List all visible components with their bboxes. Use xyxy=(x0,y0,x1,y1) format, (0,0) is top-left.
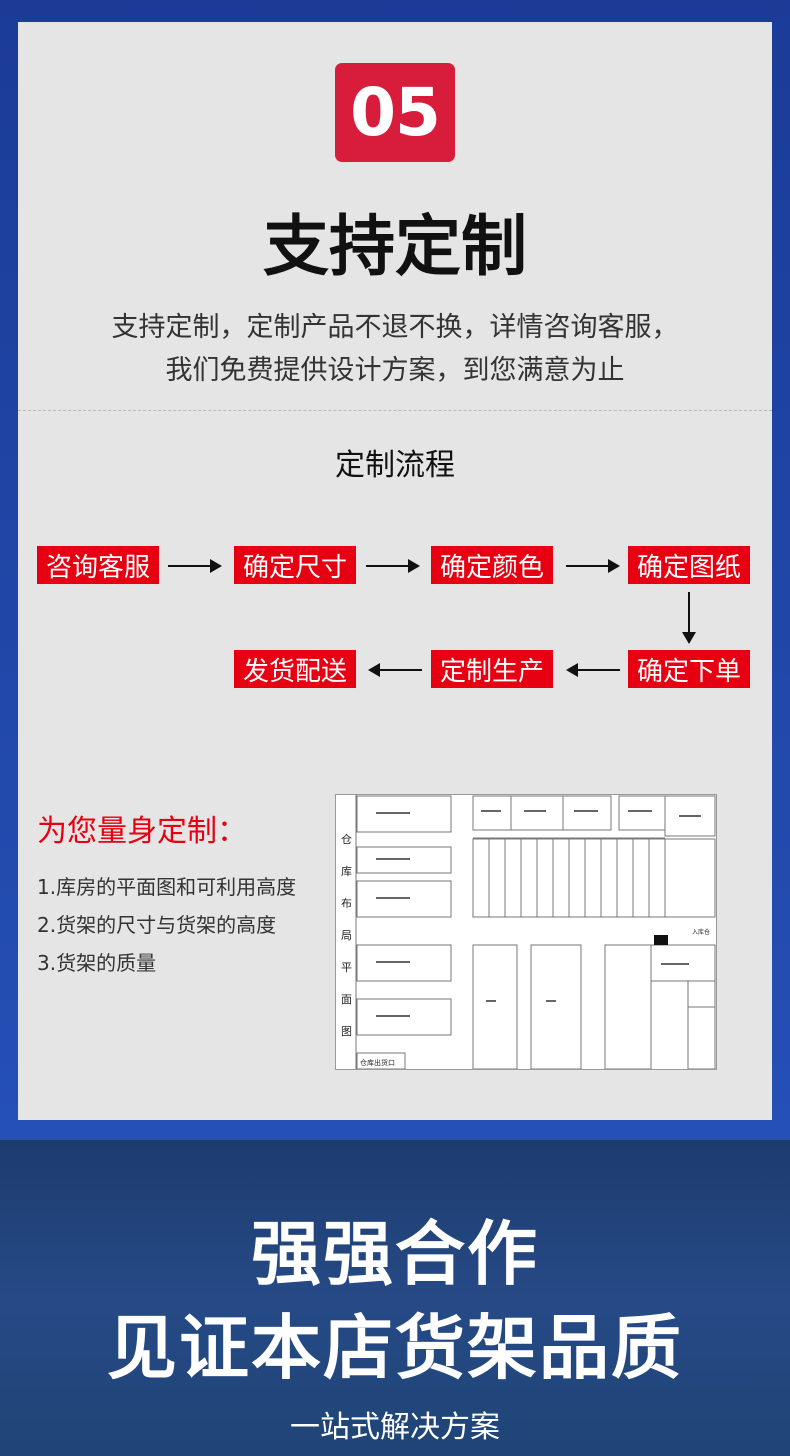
plan-side-char: 库 xyxy=(341,865,352,878)
floor-plan-drawing: 仓 库 布 局 平 面 图 仓库出货口 入库仓 xyxy=(341,795,716,1069)
step-production: 定制生产 xyxy=(431,650,553,688)
plan-exit-label: 仓库出货口 xyxy=(360,1058,395,1067)
plan-side-char: 图 xyxy=(341,1025,352,1038)
flag-icon xyxy=(654,935,668,945)
plan-side-char: 局 xyxy=(341,929,352,942)
arrow-left-icon xyxy=(566,663,620,677)
custom-item: 1.库房的平面图和可利用高度 xyxy=(37,875,297,899)
warehouse-floor-plan: 仓 库 布 局 平 面 图 仓库出货口 入库仓 xyxy=(335,794,717,1070)
dashed-divider xyxy=(18,410,772,411)
plan-entrance-label: 入库仓 xyxy=(692,928,710,936)
footer-subheadline: 见证本店货架品质 xyxy=(107,1307,683,1389)
custom-heading: 为您量身定制： xyxy=(37,814,247,849)
arrow-right-icon xyxy=(168,559,222,573)
custom-item: 2.货架的尺寸与货架的高度 xyxy=(37,913,277,937)
plan-side-char: 平 xyxy=(341,961,352,974)
arrow-right-icon xyxy=(366,559,420,573)
section-description: 支持定制，定制产品不退不换，详情咨询客服， 我们免费提供设计方案，到您满意为止 xyxy=(0,306,790,392)
section-title: 支持定制 xyxy=(263,208,527,285)
step-consult: 咨询客服 xyxy=(37,546,159,584)
arrow-right-icon xyxy=(566,559,620,573)
plan-side-char: 布 xyxy=(341,897,352,910)
description-line-1: 支持定制，定制产品不退不换，详情咨询客服， xyxy=(111,312,679,343)
step-delivery: 发货配送 xyxy=(234,650,356,688)
footer-banner: 强强合作 见证本店货架品质 一站式解决方案 xyxy=(0,1140,790,1456)
arrow-left-icon xyxy=(368,663,422,677)
custom-list: 1.库房的平面图和可利用高度 2.货架的尺寸与货架的高度 3.货架的质量 xyxy=(37,868,296,982)
footer-headline: 强强合作 xyxy=(251,1213,539,1295)
custom-item: 3.货架的质量 xyxy=(37,951,157,975)
section-number-badge: 05 xyxy=(335,63,455,162)
flow-title: 定制流程 xyxy=(335,448,455,483)
step-color: 确定颜色 xyxy=(431,546,553,584)
step-order: 确定下单 xyxy=(628,650,750,688)
arrow-down-icon xyxy=(682,592,696,644)
footer-tagline: 一站式解决方案 xyxy=(290,1410,500,1445)
step-size: 确定尺寸 xyxy=(234,546,356,584)
description-line-2: 我们免费提供设计方案，到您满意为止 xyxy=(165,355,625,386)
plan-side-char: 仓 xyxy=(341,832,352,846)
plan-side-char: 面 xyxy=(341,993,352,1006)
step-drawing: 确定图纸 xyxy=(628,546,750,584)
